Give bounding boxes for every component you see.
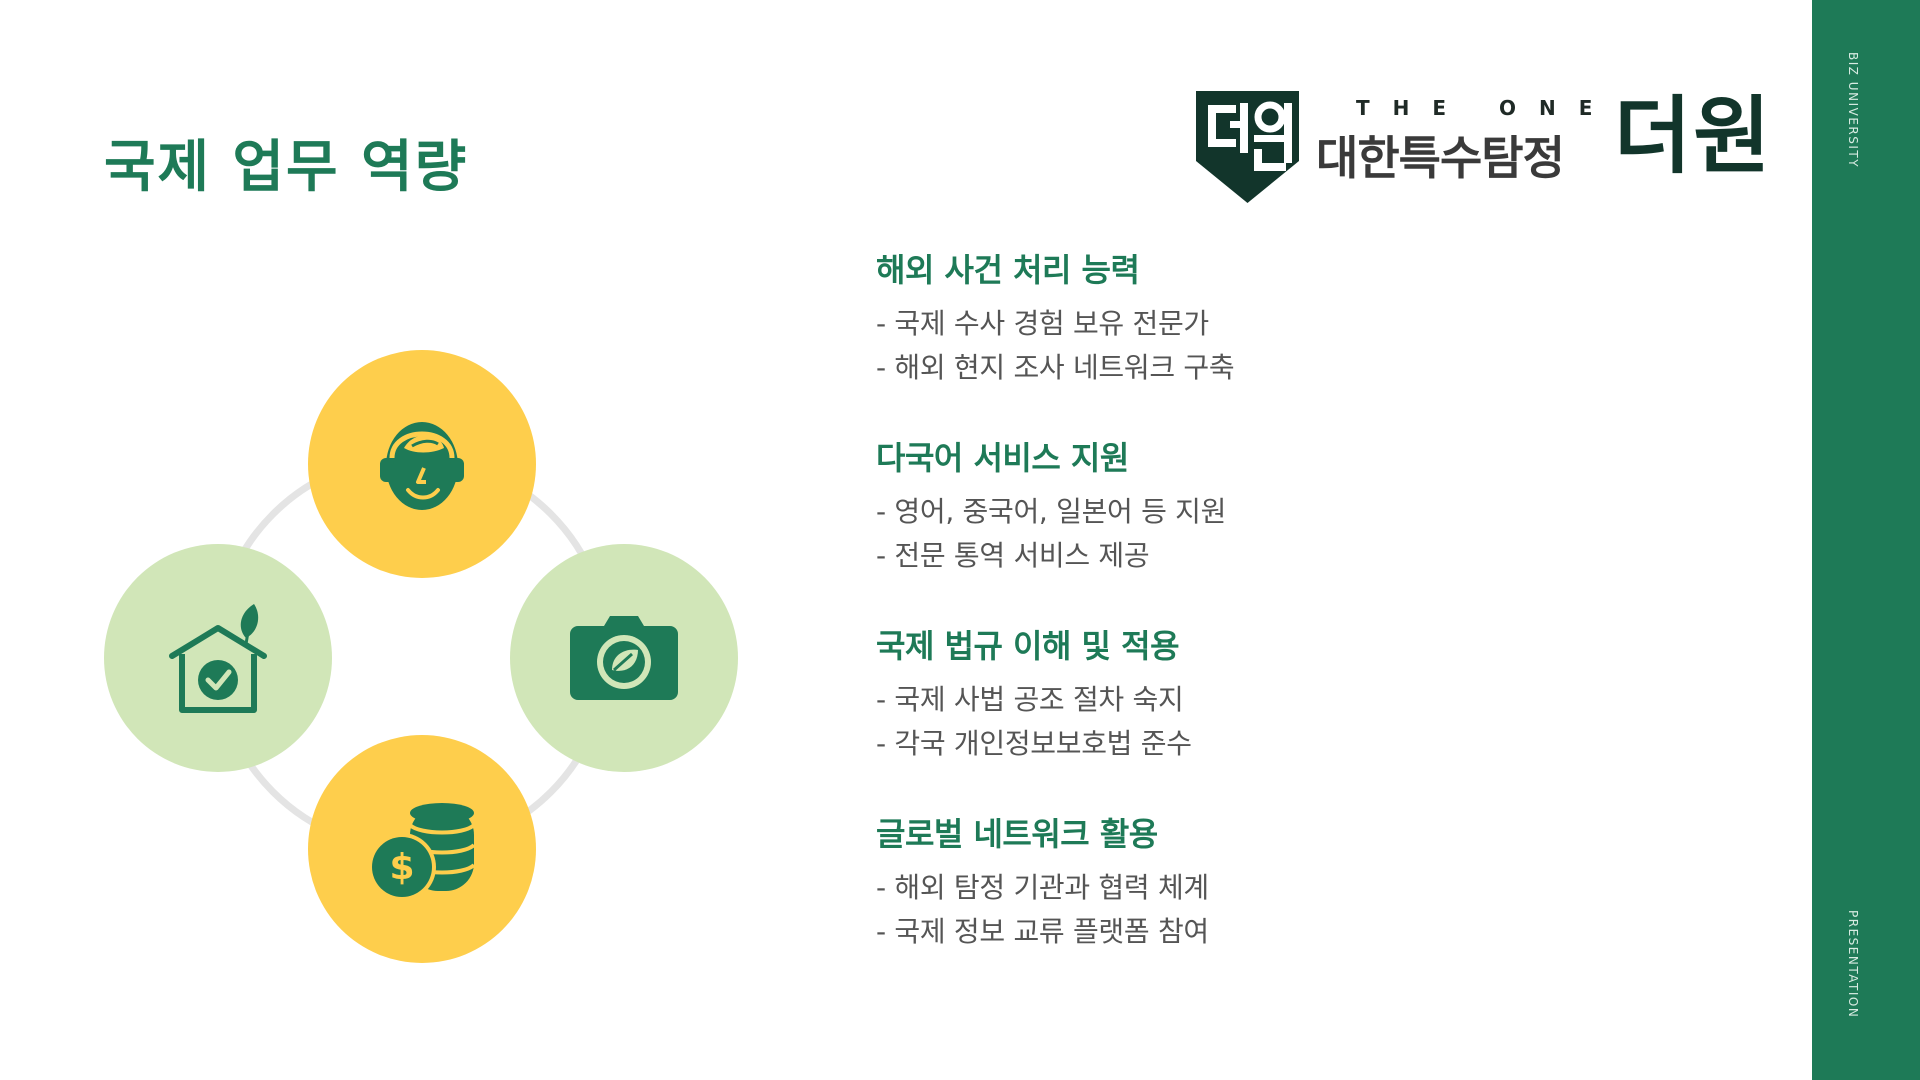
eco-camera-icon — [570, 616, 678, 700]
section-items: - 해외 탐정 기관과 협력 체계 - 국제 정보 교류 플랫폼 참여 — [876, 866, 1756, 954]
logo-korean-name: 대한특수탐정 — [1316, 131, 1565, 185]
sidebar-bottom-label-text: PRESENTATION — [1846, 910, 1860, 1019]
right-sidebar-band: BIZ UNIVERSITY PRESENTATION — [1812, 0, 1920, 1080]
diagram-node-right — [510, 544, 738, 772]
section-heading: 해외 사건 처리 능력 — [876, 251, 1140, 289]
section-heading: 국제 법규 이해 및 적용 — [876, 627, 1180, 665]
logo-english-name: THE ONE — [1356, 96, 1616, 120]
capability-section: 다국어 서비스 지원 - 영어, 중국어, 일본어 등 지원 - 전문 통역 서… — [876, 438, 1756, 578]
section-items: - 국제 수사 경험 보유 전문가 - 해외 현지 조사 네트워크 구축 — [876, 302, 1756, 390]
capability-section: 글로벌 네트워크 활용 - 해외 탐정 기관과 협력 체계 - 국제 정보 교류… — [876, 814, 1756, 954]
shield-emblem-icon — [1196, 91, 1299, 203]
logo-brand-name: 더원 — [1614, 87, 1773, 185]
diagram-node-bottom: $ — [308, 735, 536, 963]
capability-section: 국제 법규 이해 및 적용 - 국제 사법 공조 절차 숙지 - 각국 개인정보… — [876, 626, 1756, 766]
capability-section: 해외 사건 처리 능력 - 국제 수사 경험 보유 전문가 - 해외 현지 조사… — [876, 250, 1756, 390]
list-item: - 영어, 중국어, 일본어 등 지원 — [876, 495, 1227, 528]
section-items: - 영어, 중국어, 일본어 등 지원 - 전문 통역 서비스 제공 — [876, 490, 1756, 578]
company-logo: THE ONE 대한특수탐정 더원 — [1196, 88, 1780, 206]
section-items: - 국제 사법 공조 절차 숙지 - 각국 개인정보보호법 준수 — [876, 678, 1756, 766]
slide-title: 국제 업무 역량 — [104, 135, 469, 200]
coins-dollar-icon: $ — [370, 803, 474, 899]
list-item: - 해외 현지 조사 네트워크 구축 — [876, 351, 1235, 384]
list-item: - 각국 개인정보보호법 준수 — [876, 727, 1192, 760]
cycle-diagram: $ — [100, 350, 740, 970]
eco-home-check-icon — [169, 604, 267, 713]
list-item: - 국제 정보 교류 플랫폼 참여 — [876, 915, 1209, 948]
sidebar-top-label-text: BIZ UNIVERSITY — [1846, 52, 1860, 169]
list-item: - 국제 사법 공조 절차 숙지 — [876, 683, 1184, 716]
diagram-node-left — [104, 544, 332, 772]
diagram-node-top — [308, 350, 536, 578]
list-item: - 해외 탐정 기관과 협력 체계 — [876, 871, 1209, 904]
section-heading: 글로벌 네트워크 활용 — [876, 815, 1158, 853]
list-item: - 전문 통역 서비스 제공 — [876, 539, 1150, 572]
list-item: - 국제 수사 경험 보유 전문가 — [876, 307, 1209, 340]
section-heading: 다국어 서비스 지원 — [876, 439, 1129, 477]
eco-person-head-icon — [380, 422, 464, 510]
svg-text:$: $ — [389, 847, 414, 888]
